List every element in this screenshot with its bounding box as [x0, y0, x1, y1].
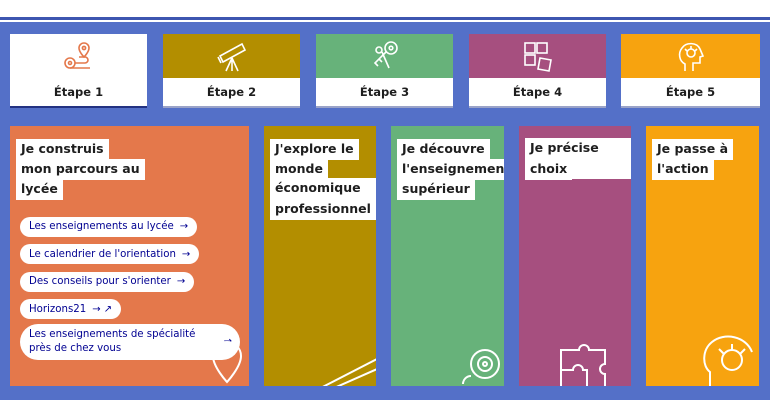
card-etape-3: Je découvre l'enseignement supérieur — [391, 126, 504, 386]
card-title: J'explore le monde économique et profess… — [270, 138, 376, 220]
card-etape-5: Je passe à l'action — [646, 126, 759, 386]
tab-etape-5[interactable]: Étape 5 — [621, 34, 760, 108]
link-specialite-pres-de-chez-vous[interactable]: Les enseignements de spécialité près de … — [20, 324, 240, 360]
link-enseignements-lycee[interactable]: Les enseignements au lycée → — [20, 216, 198, 237]
card-etape-1: Je construis mon parcours au lycée Les e… — [10, 126, 249, 386]
telescope-icon — [216, 42, 246, 72]
tab-icon-area — [469, 34, 606, 78]
head-bulb-icon — [678, 42, 704, 71]
puzzle-icon — [523, 42, 552, 72]
card-title: Je passe à l'action — [652, 138, 734, 180]
header-bar — [0, 0, 770, 20]
card-title-line: l'action — [652, 159, 714, 180]
card-title-line: Je découvre — [397, 139, 490, 160]
card-title: Je découvre l'enseignement supérieur — [397, 138, 504, 200]
link-list: Les enseignements au lycée → Le calendrie… — [20, 214, 242, 365]
link-label: Le calendrier de l'orientation — [29, 248, 176, 260]
map-route-icon — [63, 42, 90, 69]
link-horizons21[interactable]: Horizons21 → ↗ — [20, 299, 122, 319]
tab-icon-area — [316, 34, 453, 78]
tab-etape-4[interactable]: Étape 4 — [469, 34, 606, 108]
puzzle-icon — [560, 344, 606, 386]
tab-label: Étape 1 — [10, 78, 147, 106]
keys-icon — [462, 349, 500, 385]
link-label: Horizons21 — [29, 303, 87, 315]
link-label: Des conseils pour s'orienter — [29, 276, 171, 287]
external-link-icon: → ↗ — [92, 303, 113, 315]
link-label: Les enseignements au lycée — [29, 221, 174, 232]
card-title-line: Je passe à — [652, 139, 734, 160]
card-title-line: lycée — [16, 179, 63, 200]
map-pin-icon — [211, 340, 243, 384]
card-title: Je précise mes choix — [525, 138, 631, 180]
tab-icon-area — [10, 34, 147, 78]
telescope-icon — [322, 358, 376, 386]
card-etape-4: Je précise mes choix — [519, 126, 631, 386]
card-title-line: mon parcours au — [16, 159, 145, 180]
link-label: Les enseignements de spécialité près de … — [29, 329, 196, 354]
arrow-right-icon: → — [179, 221, 189, 232]
card-title-line: professionnel — [270, 199, 376, 220]
card-title: Je construis mon parcours au lycée — [16, 138, 145, 200]
tab-label: Étape 3 — [316, 78, 453, 106]
tab-icon-area — [163, 34, 300, 78]
tab-label: Étape 2 — [163, 78, 300, 106]
tab-icon-area — [621, 34, 760, 78]
arrow-right-icon: → — [176, 276, 186, 287]
card-title-line: J'explore le — [270, 139, 359, 160]
card-title-line: l'enseignement — [397, 159, 504, 180]
link-conseils-orienter[interactable]: Des conseils pour s'orienter → — [20, 271, 195, 292]
head-bulb-icon — [703, 335, 753, 386]
tab-etape-2[interactable]: Étape 2 — [163, 34, 300, 108]
keys-icon — [373, 41, 398, 69]
card-title-line: choix — [525, 159, 573, 180]
link-calendrier-orientation[interactable]: Le calendrier de l'orientation → — [20, 244, 200, 264]
arrow-right-icon: → — [181, 248, 191, 260]
tab-etape-3[interactable]: Étape 3 — [316, 34, 453, 108]
card-etape-2: J'explore le monde économique et profess… — [264, 126, 376, 386]
card-title-line: monde — [270, 159, 328, 180]
tab-label: Étape 4 — [469, 78, 606, 106]
tab-etape-1[interactable]: Étape 1 — [10, 34, 147, 108]
tab-label: Étape 5 — [621, 78, 760, 106]
card-title-line: Je construis — [16, 139, 109, 160]
card-title-line: supérieur — [397, 179, 475, 200]
